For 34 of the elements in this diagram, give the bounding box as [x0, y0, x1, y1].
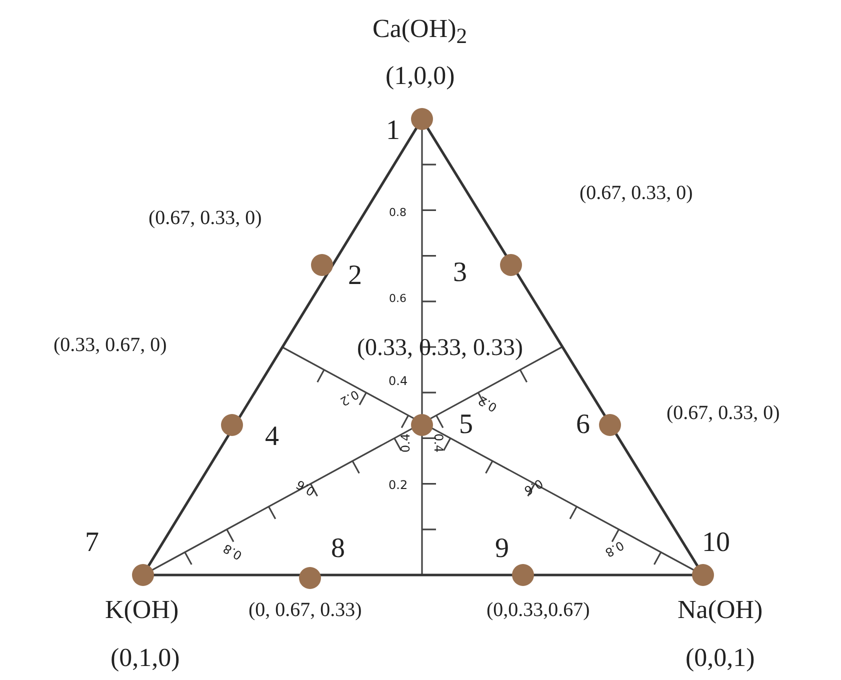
tick-label: 0.2 [338, 388, 360, 408]
point-number: 9 [495, 535, 509, 563]
tick-label: 0.4 [399, 433, 412, 453]
point-number: 3 [453, 259, 467, 287]
tick-label: 0.4 [388, 375, 408, 387]
coordinate-label: (1,0,0) [386, 63, 455, 89]
point-number: 4 [265, 423, 279, 451]
coordinate-label: (0, 0.67, 0.33) [248, 600, 362, 620]
compound-label: Ca(OH)$_{2}$ [372, 16, 468, 48]
point-number: 7 [85, 529, 99, 557]
tick-label: 0.2 [388, 479, 408, 491]
point-number: 5 [459, 411, 473, 439]
coordinate-label: (0.67, 0.33, 0) [666, 403, 780, 423]
tick-label: 0.6 [389, 292, 406, 304]
tick-label: 0.6 [522, 477, 544, 497]
point-number: 10 [702, 529, 730, 557]
tick-label: 0.8 [602, 539, 626, 559]
coordinate-label: (0,0,1) [686, 645, 755, 671]
tick-label: 0.4 [432, 433, 444, 453]
tick-label: 0.2 [476, 394, 498, 414]
tick-label: 0.8 [220, 542, 244, 562]
coordinate-label: (0.67, 0.33, 0) [580, 183, 693, 203]
point-number: 6 [576, 411, 590, 439]
point-number: 2 [348, 262, 362, 290]
coordinate-label: (0.67, 0.33, 0) [148, 208, 262, 228]
tick-label: 0.6 [294, 478, 316, 498]
compound-label: K(OH) [105, 597, 179, 623]
point-number: 1 [386, 117, 400, 145]
tick-label: 0.8 [389, 206, 406, 218]
compound-label: Na(OH) [678, 597, 763, 623]
coordinate-label: (0,1,0) [110, 645, 180, 671]
point-number: 8 [331, 535, 345, 563]
coordinate-label: (0,0.33,0.67) [486, 600, 590, 620]
coordinate-label: (0.33, 0.67, 0) [54, 335, 167, 355]
